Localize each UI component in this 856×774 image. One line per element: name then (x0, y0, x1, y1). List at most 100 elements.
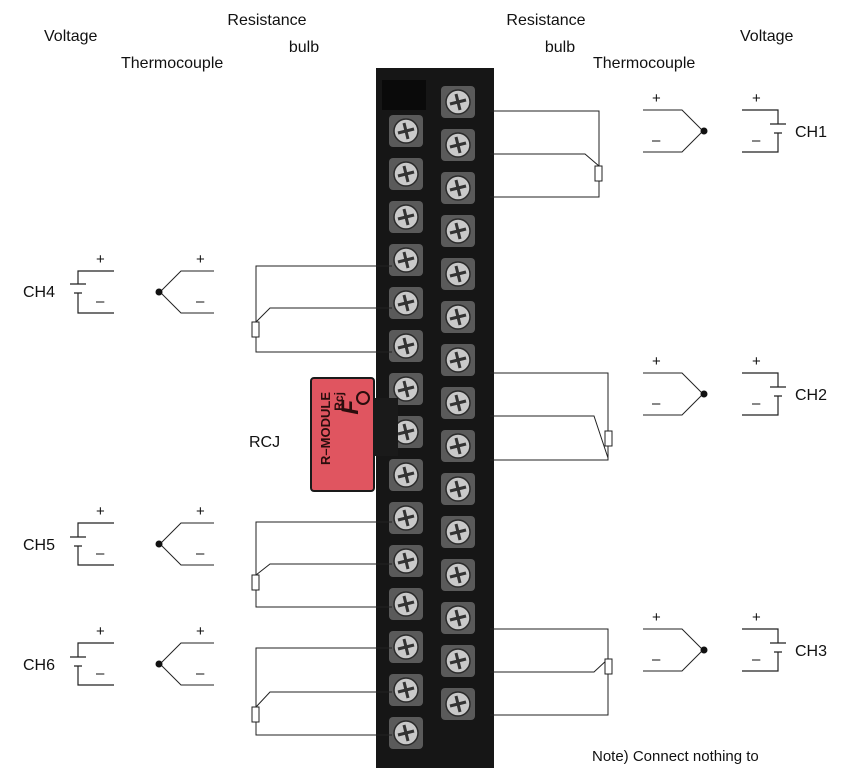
ch4-tc-minus: – (196, 293, 205, 310)
header-thermocouple-right: Thermocouple (593, 55, 695, 72)
terminal-screw-left-13 (389, 631, 423, 663)
ch2-rtd-wire-top (490, 372, 609, 458)
ch4-rtd-wire-mid (255, 307, 392, 323)
ch5-resistor (251, 574, 260, 591)
ch3-rtd-wire-bottom (490, 674, 609, 716)
rcj-logo: F (337, 399, 364, 415)
rcj-label: RCJ (249, 434, 280, 451)
ch6-rtd-wire-top (255, 647, 392, 707)
ch3-group: + – + – CH3 (490, 609, 827, 716)
header-bulb-right: bulb (545, 39, 575, 56)
ch5-rtd-wire-bottom (255, 590, 392, 608)
terminal-screw-right-13 (441, 602, 475, 634)
terminal-screw-right-1 (441, 86, 475, 118)
ch5-tc-minus: – (196, 545, 205, 562)
ch3-rtd-wire-top (490, 628, 609, 659)
terminal-screw-right-14 (441, 645, 475, 677)
ch5-thermocouple (159, 522, 214, 566)
ch1-rtd-wire-top (490, 110, 600, 166)
ch3-resistor (604, 658, 613, 675)
ch5-thermocouple-junction (155, 540, 163, 548)
rcj-module-body (310, 377, 375, 492)
terminal-screw-right-15 (441, 688, 475, 720)
terminal-screw-left-5 (389, 287, 423, 319)
terminal-screw-right-9 (441, 430, 475, 462)
rcj-logo-mark (356, 391, 370, 405)
rcj-module-text-line1: R–MODULE (318, 392, 333, 465)
terminal-screw-right-10 (441, 473, 475, 505)
terminal-screw-left-14 (389, 674, 423, 706)
ch6-tc-plus: + (196, 623, 205, 640)
ch5-label: CH5 (23, 537, 55, 554)
ch1-tc-minus: – (652, 132, 661, 149)
ch2-v-minus: – (752, 395, 761, 412)
ch4-rtd-wire-bottom (255, 337, 392, 353)
terminal-screw-right-3 (441, 172, 475, 204)
ch5-v-plus: + (96, 503, 105, 520)
ch4-voltage-source (70, 270, 114, 314)
ch6-rtd-wire-mid (255, 691, 392, 708)
ch2-voltage-source (742, 372, 786, 416)
terminal-screw-right-6 (441, 301, 475, 333)
ch1-rtd-wire-bottom (490, 181, 600, 198)
terminal-screw-right-12 (441, 559, 475, 591)
ch1-tc-plus: + (652, 90, 661, 107)
ch4-v-plus: + (96, 251, 105, 268)
ch2-resistor (604, 430, 613, 447)
ch6-v-minus: – (96, 665, 105, 682)
terminal-screw-left-4 (389, 244, 423, 276)
ch6-label: CH6 (23, 657, 55, 674)
ch3-tc-minus: – (652, 651, 661, 668)
terminal-screw-left-6 (389, 330, 423, 362)
ch6-group: + – + – CH6 (23, 623, 392, 736)
screw-column-left (389, 115, 423, 749)
ch2-v-plus: + (752, 353, 761, 370)
ch1-voltage-source (742, 109, 786, 153)
ch4-thermocouple-junction (155, 288, 163, 296)
terminal-screw-right-2 (441, 129, 475, 161)
terminal-screw-right-8 (441, 387, 475, 419)
header-thermocouple-left: Thermocouple (121, 55, 223, 72)
ch6-tc-minus: – (196, 665, 205, 682)
ch2-tc-plus: + (652, 353, 661, 370)
terminal-screw-left-3 (389, 201, 423, 233)
ch6-voltage-source (70, 642, 114, 686)
ch2-label: CH2 (795, 387, 827, 404)
ch1-resistor (594, 165, 603, 182)
ch6-rtd-wire-bottom (255, 722, 392, 736)
ch5-voltage-source (70, 522, 114, 566)
terminal-screw-left-12 (389, 588, 423, 620)
terminal-block-recess (382, 80, 426, 110)
header-bulb-left: bulb (289, 39, 319, 56)
ch2-rtd-wire-mid (490, 415, 609, 459)
ch6-thermocouple-junction (155, 660, 163, 668)
ch1-rtd-wire-mid (490, 153, 600, 167)
ch3-v-minus: – (752, 651, 761, 668)
ch2-tc-minus: – (652, 395, 661, 412)
ch1-group: + – + – CH1 (490, 90, 827, 198)
ch2-rtd-wire-bottom (490, 446, 609, 461)
terminal-screw-left-10 (389, 502, 423, 534)
terminal-screw-left-11 (389, 545, 423, 577)
ch3-voltage-source (742, 628, 786, 672)
ch5-group: + – + – CH5 (23, 503, 392, 608)
ch1-v-minus: – (752, 132, 761, 149)
ch4-label: CH4 (23, 284, 55, 301)
header-voltage-right: Voltage (740, 28, 793, 45)
terminal-screw-right-4 (441, 215, 475, 247)
ch2-group: + – + – CH2 (490, 353, 827, 461)
ch1-v-plus: + (752, 90, 761, 107)
ch6-resistor (251, 706, 260, 723)
terminal-screw-left-2 (389, 158, 423, 190)
footer-note: Note) Connect nothing to (592, 748, 759, 765)
terminal-screw-right-11 (441, 516, 475, 548)
screw-column-right (441, 86, 475, 720)
terminal-screw-left-7 (389, 373, 423, 405)
ch4-thermocouple (159, 270, 214, 314)
rcj-module-text-line2: Rcj (332, 392, 346, 411)
ch1-label: CH1 (795, 124, 827, 141)
terminal-screw-left-1 (389, 115, 423, 147)
ch4-tc-plus: + (196, 251, 205, 268)
